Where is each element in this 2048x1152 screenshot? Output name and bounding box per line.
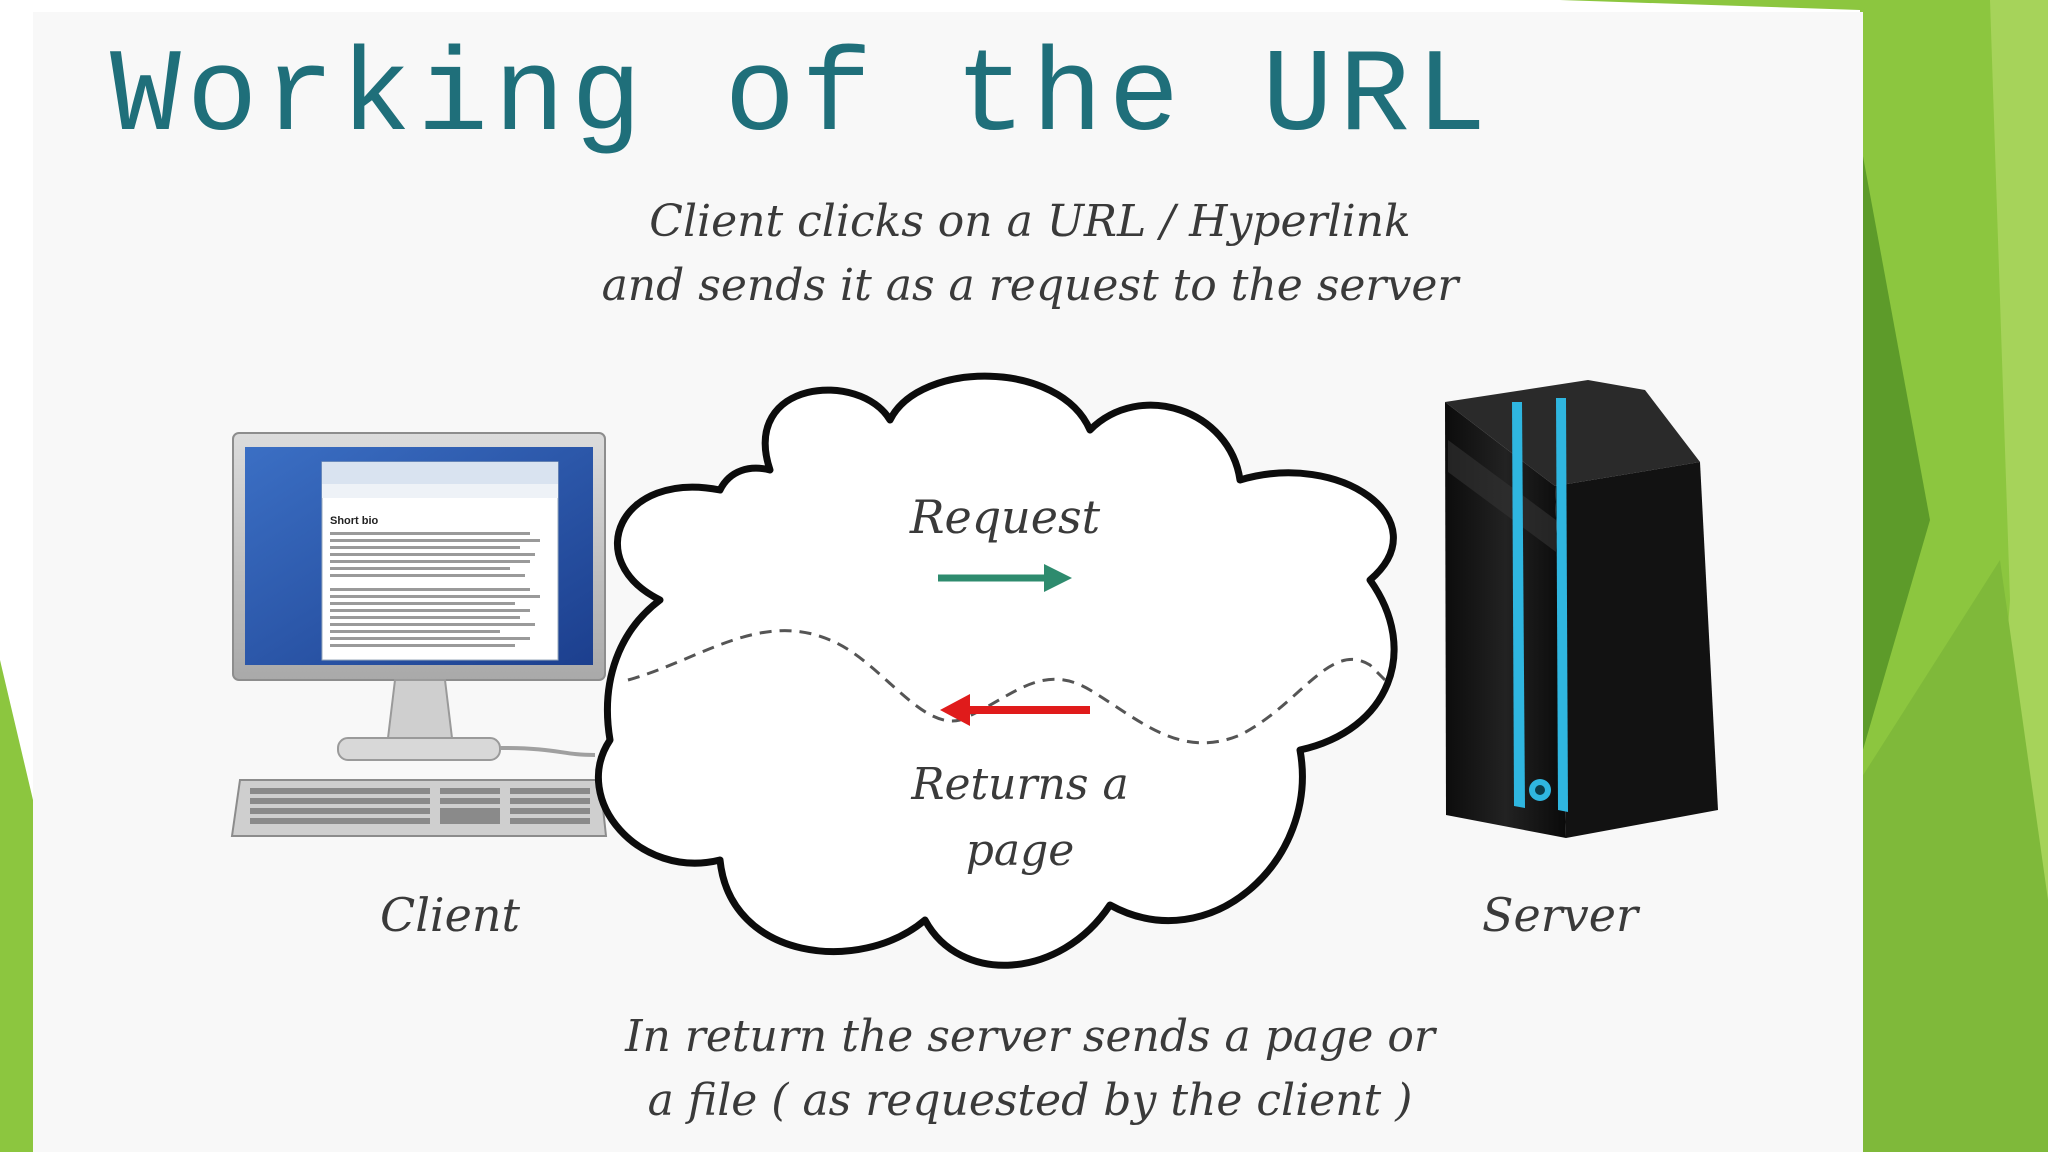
response-label-line-2: page <box>870 818 1170 884</box>
bottom-caption: In return the server sends a page or a f… <box>560 1005 1500 1133</box>
computer-icon: Short bio <box>232 433 606 836</box>
client-label: Client <box>340 888 560 942</box>
server-label: Server <box>1440 888 1680 942</box>
server-stripe-right <box>1556 398 1568 812</box>
server-icon <box>1445 380 1718 838</box>
request-label: Request <box>880 490 1130 544</box>
keyboard <box>232 780 606 836</box>
bottom-caption-line-2: a file ( as requested by the client ) <box>560 1069 1500 1133</box>
bottom-caption-line-1: In return the server sends a page or <box>560 1005 1500 1069</box>
browser-window: Short bio <box>322 462 558 660</box>
browser-heading: Short bio <box>330 515 379 527</box>
response-label: Returns a page <box>870 752 1170 884</box>
response-label-line-1: Returns a <box>870 752 1170 818</box>
